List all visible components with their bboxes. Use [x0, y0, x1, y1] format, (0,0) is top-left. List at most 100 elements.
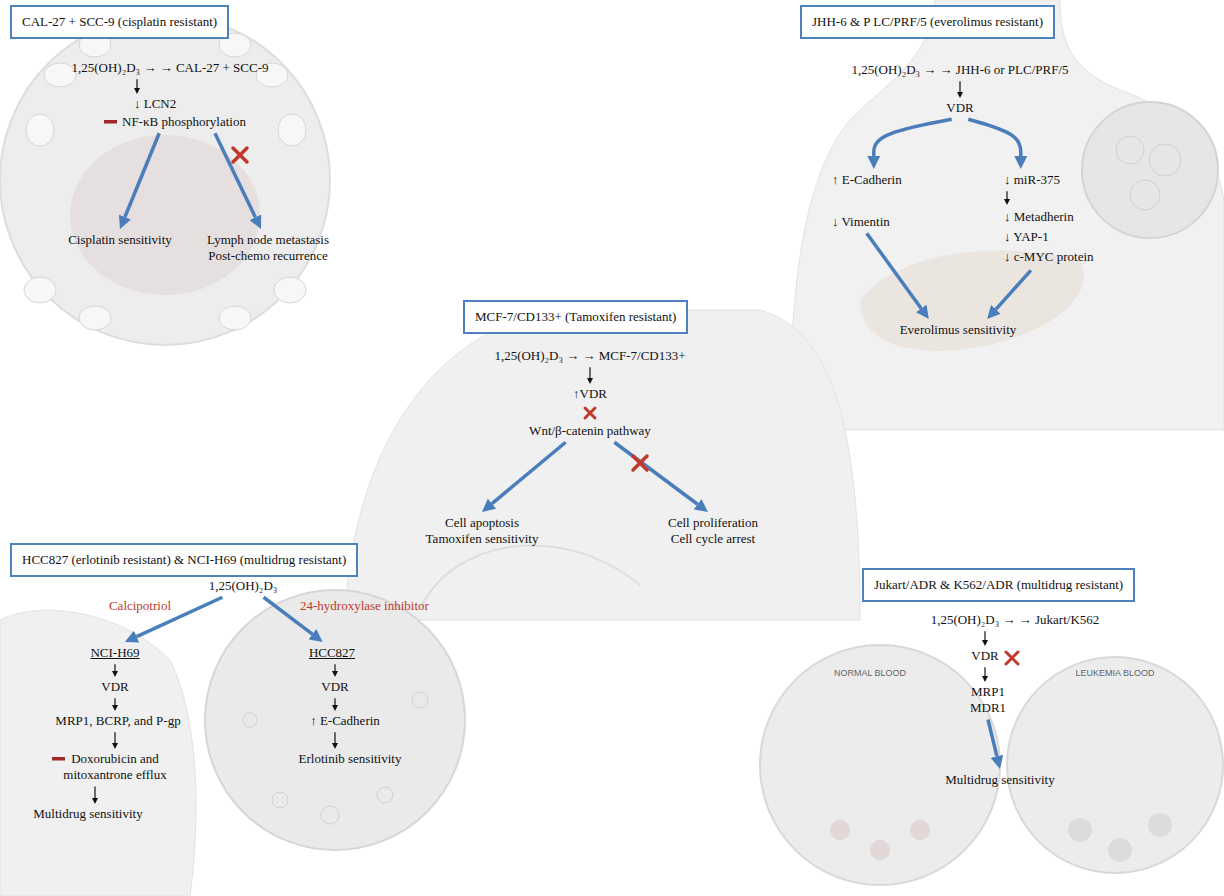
illustration-part [633, 456, 647, 470]
panel-title-box: CAL-27 + SCC-9 (cisplatin resistant) [10, 5, 229, 39]
panel-region: Jukart/ADR & K562/ADR (multidrug resista… [790, 560, 1224, 896]
node-text: MRP1 MDR1 [966, 684, 1011, 717]
node-text: Cell apoptosis Tamoxifen sensitivity [422, 515, 542, 548]
text-node: VDR [321, 679, 348, 695]
text-node: ↓ LCN2 [134, 96, 176, 112]
tooth-shape [79, 306, 111, 330]
edge-label: 24-hydroxylase inhibitor [300, 598, 429, 614]
illustration-part [1006, 652, 1018, 664]
blood-cell [1108, 838, 1132, 862]
node-text: 1,25(OH)₂D₃ → → MCF-7/CD133+ [494, 348, 685, 364]
node-text: ↓ Metadherin [1004, 207, 1094, 227]
blood-cell [1148, 813, 1172, 837]
step-arrow [136, 79, 137, 88]
step-arrow [984, 667, 985, 676]
breast-shape [345, 310, 860, 620]
flow-arrow [492, 442, 566, 503]
node-text: VDR [321, 679, 348, 695]
node-text: Lymph node metastasis Post-chemo recurre… [198, 232, 338, 265]
node-text: NCI-H69 [90, 645, 139, 661]
flow-arrow [215, 133, 255, 217]
node-text: Multidrug sensitivity [33, 806, 142, 822]
panel-title: CAL-27 + SCC-9 (cisplatin resistant) [22, 14, 217, 30]
step-arrow [1006, 191, 1007, 199]
text-node: Cell apoptosis Tamoxifen sensitivity [422, 515, 542, 548]
illustration-part [633, 456, 647, 470]
text-node: VDR [101, 679, 128, 695]
text-node: VDR [946, 100, 973, 116]
node-text: Cell proliferation Cell cycle arrest [663, 515, 763, 548]
node-text: 1,25(OH)₂D₃ [209, 578, 278, 594]
tube-label: LEUKEMIA BLOOD [1075, 668, 1154, 678]
node-text: VDR [971, 648, 998, 664]
tooth-shape [44, 63, 76, 87]
text-node: 1,25(OH)₂D₃ → → MCF-7/CD133+ [494, 348, 685, 364]
cell-dot [243, 713, 257, 727]
step-arrow [114, 698, 115, 705]
text-node: ↓ Vimentin [832, 214, 890, 230]
node-text: VDR [946, 100, 973, 116]
flow-arrow [874, 119, 952, 156]
node-text: Multidrug sensitivity [945, 772, 1054, 788]
normal-blood-circle [760, 645, 1000, 885]
tooth-shape [219, 306, 251, 330]
step-arrow [114, 664, 115, 671]
step-arrow [959, 81, 960, 92]
node-text: 1,25(OH)₂D₃ → → Jukart/K562 [931, 612, 1100, 628]
flow-arrow [968, 119, 1021, 156]
blood-cell [830, 820, 850, 840]
panel-title: JHH-6 & P LC/PRF/5 (everolimus resistant… [812, 14, 1043, 30]
panel-title-box: JHH-6 & P LC/PRF/5 (everolimus resistant… [800, 5, 1055, 39]
flow-arrow [614, 442, 697, 504]
torso-shape [790, 0, 1224, 430]
tube-label: NORMAL BLOOD [834, 668, 906, 678]
panel-region: MCF-7/CD133+ (Tamoxifen resistant) 1,25(O… [340, 295, 860, 625]
tongue-shape [70, 135, 260, 295]
text-node: ↑ E-Cadherin [832, 172, 902, 188]
blood-illustration [760, 645, 1223, 885]
blood-cell [910, 820, 930, 840]
inhibition-cross [585, 408, 595, 418]
text-node: ↑ E-Cadherin [310, 713, 380, 729]
panel-region: HCC827 (erlotinib resistant) & NCI-H69 (… [0, 540, 470, 896]
text-node: ↑VDR [573, 386, 607, 402]
flow-arrow [996, 270, 1031, 309]
node-text: NF-κB phosphorylation [122, 114, 246, 130]
node-text: ↑VDR [573, 386, 607, 402]
illustration-part [233, 148, 247, 162]
torso-illustration [790, 0, 1224, 430]
text-node: VDR [971, 648, 998, 664]
lung-shape [0, 610, 196, 896]
text-node: Everolimus sensitivity [900, 322, 1017, 338]
node-text: HCC827 [309, 645, 355, 661]
node-text: MRP1, BCRP, and P-gp [55, 713, 180, 729]
text-node: NCI-H69 [90, 645, 139, 661]
tooth-shape [278, 114, 306, 146]
cell-dot [272, 792, 288, 808]
panel-region: JHH-6 & P LC/PRF/5 (everolimus resistant… [760, 0, 1224, 350]
text-node: Doxorubicin and mitoxantrone efflux [58, 751, 173, 784]
breast-illustration [345, 310, 860, 620]
lobule-shape [1149, 144, 1181, 176]
text-node: Multidrug sensitivity [33, 806, 142, 822]
node-text: ↑ E-Cadherin [310, 713, 380, 729]
cell-dot [377, 787, 393, 803]
node-text: ↓ YAP-1 [1004, 227, 1094, 247]
node-text: Erlotinib sensitivity [299, 751, 402, 767]
panel-title: Jukart/ADR & K562/ADR (multidrug resista… [874, 577, 1123, 593]
mouth-illustration [0, 15, 330, 345]
panel-title-box: MCF-7/CD133+ (Tamoxifen resistant) [463, 300, 688, 334]
text-node: 1,25(OH)₂D₃ [209, 578, 278, 594]
panel-title: MCF-7/CD133+ (Tamoxifen resistant) [475, 309, 676, 325]
node-text: ↓ LCN2 [134, 96, 176, 112]
node-text: Wnt/β-catenin pathway [529, 423, 651, 439]
text-node: ↓ Metadherin↓ YAP-1↓ c-MYC protein [1004, 207, 1094, 267]
flow-arrow [125, 133, 159, 217]
text-node: Cell proliferation Cell cycle arrest [663, 515, 763, 548]
node-text: ↑ E-Cadherin [832, 172, 902, 188]
inhibition-bar [52, 757, 65, 761]
